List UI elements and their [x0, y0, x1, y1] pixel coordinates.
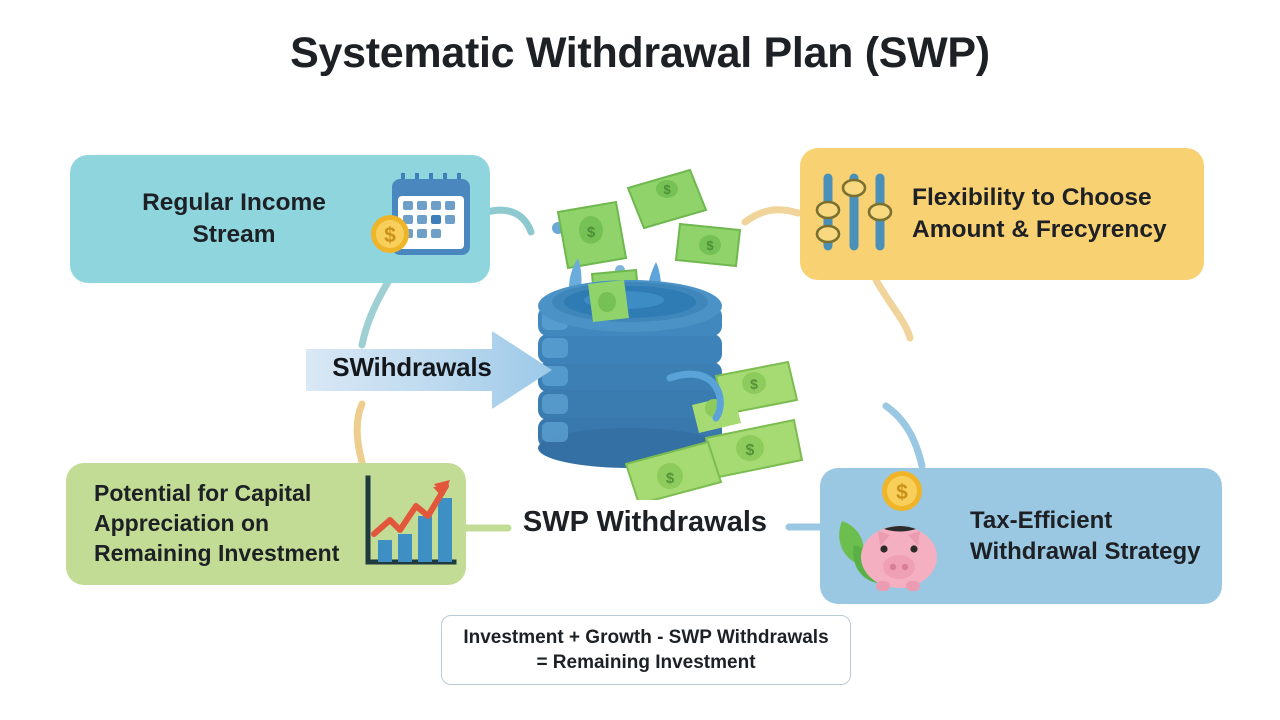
card-regular-income-label: Regular Income Stream — [142, 189, 326, 248]
connector-tax-efficient-up — [882, 402, 926, 470]
cash-bill — [588, 280, 629, 322]
cash-bill: $ — [674, 222, 742, 268]
connector-capital-appreciation-up — [353, 400, 366, 466]
svg-text:$: $ — [663, 182, 671, 197]
svg-text:$: $ — [750, 376, 758, 392]
card-regular-income-stream[interactable]: Regular Income Stream — [70, 155, 490, 283]
coin-stack — [538, 280, 722, 468]
formula-text: Investment + Growth - SWP Withdrawals = … — [463, 626, 829, 673]
card-tax-efficient-strategy[interactable]: $ — [820, 468, 1222, 604]
cash-bill: $ — [624, 440, 723, 506]
coin-stack-with-cash-icon: $ $ $ $ — [520, 150, 850, 506]
card-capital-appreciation-label: Potential for Capital Appreciation on Re… — [94, 480, 340, 566]
center-caption: SWP Withdrawals — [522, 506, 768, 538]
withdrawals-arrow-label: SWihdrawals — [332, 352, 492, 382]
svg-text:$: $ — [384, 224, 396, 247]
coin: $ — [882, 470, 922, 511]
card-tax-efficient-label: Tax-Efficient Withdrawal Strategy — [970, 506, 1201, 565]
svg-text:$: $ — [896, 481, 908, 504]
cash-bill: $ — [556, 200, 628, 270]
calendar-coin-icon: $ — [370, 168, 476, 271]
formula-box: Investment + Growth - SWP Withdrawals = … — [441, 615, 851, 685]
card-capital-appreciation[interactable]: Potential for Capital Appreciation on Re… — [66, 463, 466, 585]
page-title: Systematic Withdrawal Plan (SWP) — [290, 29, 990, 77]
card-flexibility-amount-frequency[interactable]: Flexibility to Choose Amount & Frecyrenc… — [800, 148, 1204, 280]
sliders-icon — [814, 166, 894, 263]
cash-bill: $ — [626, 168, 708, 230]
svg-text:$: $ — [706, 238, 714, 253]
cash-bill: $ — [714, 360, 799, 416]
svg-text:$: $ — [666, 470, 675, 487]
card-flexibility-label: Flexibility to Choose Amount & Frecyrenc… — [912, 184, 1167, 243]
connector-flexibility-down — [872, 276, 914, 342]
piggy-bank-icon: $ — [832, 469, 954, 604]
flow-arc — [666, 370, 724, 422]
svg-text:$: $ — [746, 442, 755, 459]
svg-text:$: $ — [587, 224, 596, 241]
withdrawals-arrow — [306, 331, 552, 409]
growth-chart-icon — [358, 472, 460, 577]
